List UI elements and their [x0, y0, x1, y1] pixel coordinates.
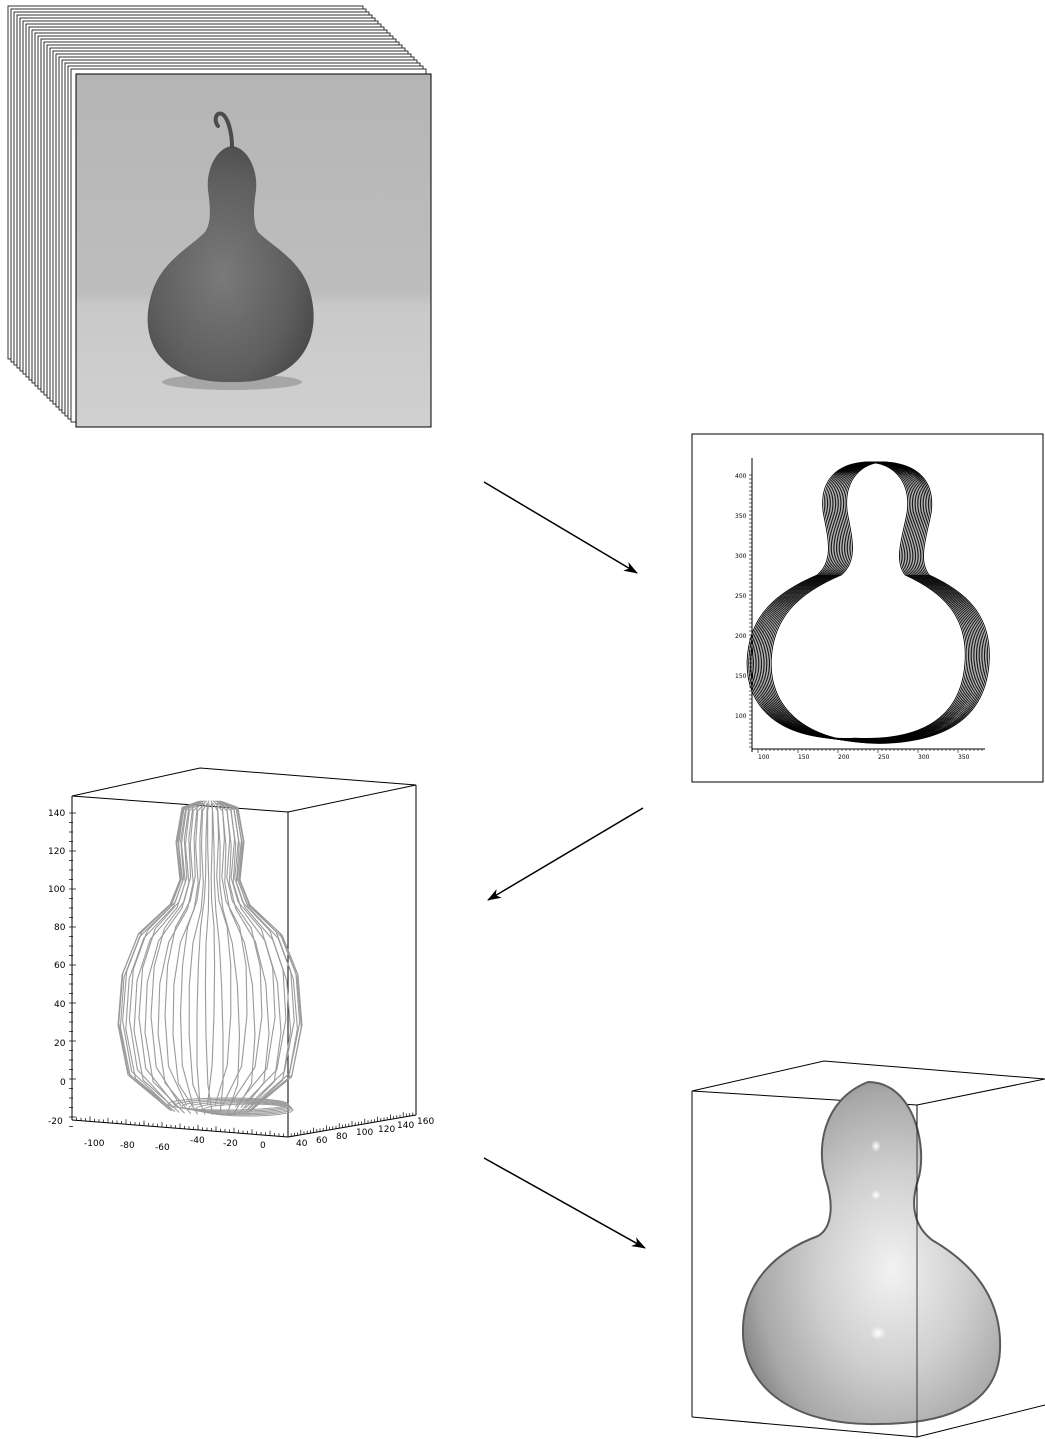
y-tick-labels-3d: 40 60 80 100 120 140 160	[296, 1117, 434, 1149]
x-tick-label: -100	[84, 1139, 105, 1149]
contour-3d-line	[172, 802, 206, 1115]
y-tick-label: 100	[735, 713, 747, 720]
contour-3d-line	[150, 800, 203, 1107]
tick-marks-3d	[69, 812, 417, 1137]
contour-3d-line	[144, 802, 202, 1114]
contour-3d-line	[221, 801, 301, 1110]
y-tick-label: 160	[417, 1117, 434, 1127]
contour-3d-line	[133, 802, 201, 1113]
z-tick-labels-3d: 140 120 100 80 60 40 20 0 -20	[48, 809, 66, 1127]
y-tick-label: 60	[316, 1136, 328, 1146]
x-tick-label: 100	[758, 754, 770, 761]
x-tick-label: 150	[798, 754, 810, 761]
contour-3d-line	[212, 803, 241, 1115]
x-tick-label: -60	[155, 1143, 170, 1153]
axes-2d	[749, 458, 985, 753]
y-tick-label: 250	[735, 593, 747, 600]
y-tick-label: 100	[356, 1128, 373, 1138]
y-tick-labels-2d: 400 350 300 250 200 150 100	[735, 473, 747, 720]
surface-3d-panel	[691, 1060, 1045, 1438]
y-tick-label: 400	[735, 473, 747, 480]
x-tick-label: -40	[190, 1136, 205, 1146]
arrow-photo-to-2d	[483, 481, 638, 574]
y-tick-label: 120	[378, 1125, 395, 1135]
z-tick-label: 20	[54, 1039, 66, 1049]
contour-3d-line	[118, 801, 199, 1110]
contour-2d-line	[770, 461, 990, 744]
contour-3d-line	[204, 803, 214, 1115]
contour-3d-ring	[202, 1103, 294, 1117]
y-tick-label: 140	[397, 1121, 414, 1131]
contour-3d-line	[122, 800, 199, 1109]
y-tick-label: 150	[735, 673, 747, 680]
y-tick-label: 350	[735, 513, 747, 520]
x-tick-label: -20	[223, 1139, 238, 1149]
z-tick-label: 140	[48, 809, 65, 819]
gourd-stem	[213, 111, 234, 149]
z-tick-label: 120	[48, 847, 65, 857]
z-tick-label: -20	[48, 1117, 63, 1127]
photo-stack-panel	[7, 5, 432, 428]
arrows	[483, 481, 646, 1249]
z-tick-label: 0	[60, 1078, 66, 1088]
front-photo	[75, 73, 432, 428]
contour-3d-line	[216, 800, 263, 1107]
contour-3d-line	[128, 800, 200, 1108]
x-tick-label: -80	[120, 1141, 135, 1151]
y-tick-label: 80	[336, 1132, 348, 1142]
x-tick-label: 300	[918, 754, 930, 761]
contour-3d-line	[221, 800, 295, 1109]
gourd-surface	[741, 1080, 1002, 1426]
contour-3d-line	[125, 801, 200, 1113]
contour-3d-line	[196, 800, 210, 1106]
contour-3d-line	[188, 803, 208, 1115]
contour-3d-line	[220, 800, 287, 1108]
y-tick-label: 200	[735, 633, 747, 640]
contours-2d-panel: 100 150 200 250 300 350 400 350 300 250 …	[691, 433, 1044, 783]
z-tick-label: 60	[54, 961, 66, 971]
contour-3d-line	[138, 800, 202, 1108]
z-tick-label: 100	[48, 885, 65, 895]
contour-3d-line	[179, 800, 208, 1106]
y-tick-label: 40	[296, 1139, 308, 1149]
x-tick-label: 200	[838, 754, 850, 761]
contour-3d-line	[210, 803, 224, 1115]
contour-lines-2d	[746, 461, 990, 744]
y-tick-label: 300	[735, 553, 747, 560]
tick-marks-2d	[749, 474, 983, 753]
contour-3d-line	[212, 800, 232, 1106]
x-tick-label: 0	[260, 1141, 266, 1151]
x-tick-label: 250	[878, 754, 890, 761]
contour-3d-line	[218, 800, 276, 1108]
arrow-3d-to-surface	[483, 1157, 646, 1249]
gourd-photo	[147, 146, 314, 383]
x-tick-labels-2d: 100 150 200 250 300 350	[758, 754, 970, 761]
contour-3d-line	[157, 802, 204, 1115]
contour-3d-line	[215, 800, 248, 1106]
contours-3d-panel: 140 120 100 80 60 40 20 0 -20 -100 -80 -…	[48, 767, 434, 1153]
z-tick-label: 40	[54, 1000, 66, 1010]
contour-3d-line	[164, 800, 205, 1106]
contour-lines-3d	[117, 800, 303, 1117]
contour-3d-line	[218, 802, 282, 1114]
x-tick-labels-3d: -100 -80 -60 -40 -20 0	[84, 1136, 266, 1153]
contour-3d-line	[206, 800, 216, 1106]
arrow-2d-to-3d	[487, 807, 644, 901]
z-tick-label: 80	[54, 923, 66, 933]
x-tick-label: 350	[958, 754, 970, 761]
